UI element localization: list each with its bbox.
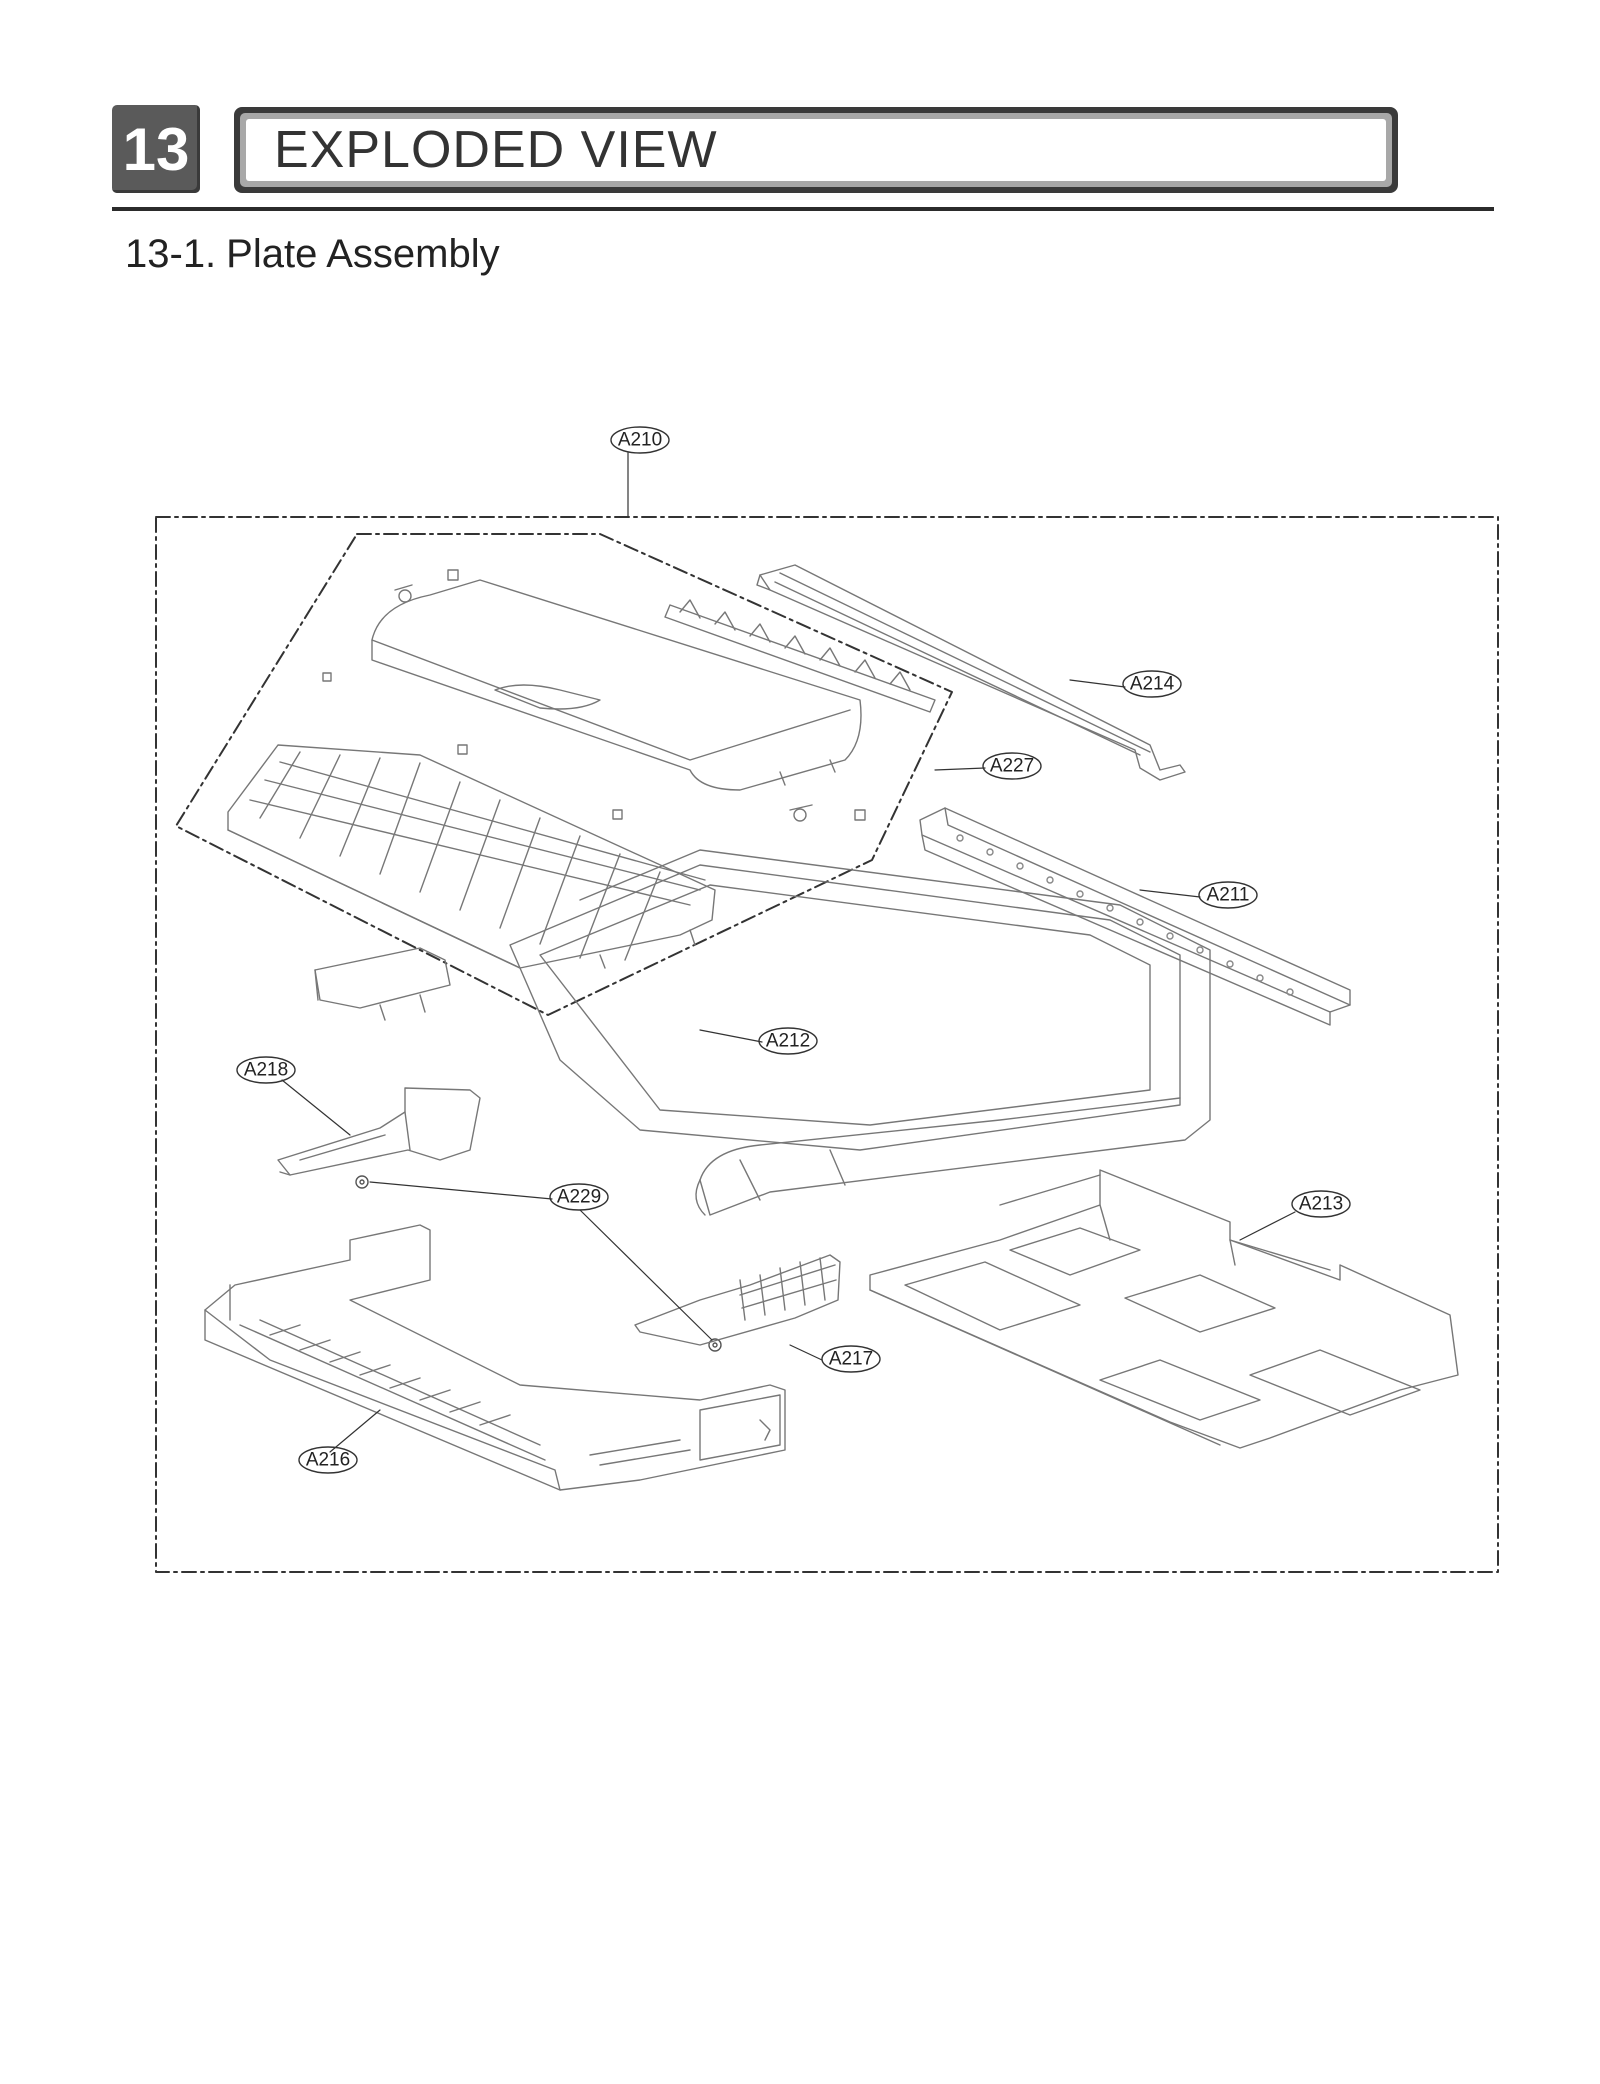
end-cap-part (314, 947, 451, 1021)
leader-lines (281, 452, 1296, 1453)
subsection-heading: 13-1.Plate Assembly (125, 232, 500, 277)
callout-a211: A211 (1207, 885, 1250, 906)
section-title-bevel: EXPLODED VIEW (240, 113, 1392, 187)
assembly-boundary (155, 516, 1499, 1573)
section-title-frame: EXPLODED VIEW (234, 107, 1398, 193)
small-bracket-part (277, 1087, 481, 1176)
top-frame-part (509, 849, 1211, 1216)
hinge-strip-part (664, 599, 936, 713)
fasteners (322, 569, 866, 822)
callout-a217: A217 (829, 1349, 873, 1370)
callout-a210: A210 (618, 430, 662, 451)
section-number: 13 (112, 105, 200, 193)
subassembly-boundary (175, 533, 953, 1016)
guide-rail-part (634, 1254, 841, 1346)
long-rail-part (756, 564, 1186, 781)
callout-a213: A213 (1299, 1194, 1343, 1215)
subsection-number: 13-1. (125, 232, 217, 276)
callout-ellipses (236, 426, 1351, 1474)
callout-a214: A214 (1130, 674, 1175, 695)
base-plate-part (869, 1169, 1459, 1449)
callout-a227: A227 (990, 756, 1034, 777)
lower-tray-part (204, 1224, 786, 1491)
long-bracket-part (919, 807, 1351, 1026)
subsection-title: Plate Assembly (226, 232, 500, 276)
callout-a218: A218 (244, 1060, 288, 1081)
washers (355, 1175, 722, 1352)
grille-tray-part (227, 744, 716, 969)
section-title: EXPLODED VIEW (246, 119, 1386, 181)
callout-a229: A229 (557, 1187, 601, 1208)
cover-lid-part (371, 579, 862, 791)
callout-a216: A216 (306, 1450, 350, 1471)
header-rule (112, 207, 1494, 211)
callout-a212: A212 (766, 1031, 810, 1052)
